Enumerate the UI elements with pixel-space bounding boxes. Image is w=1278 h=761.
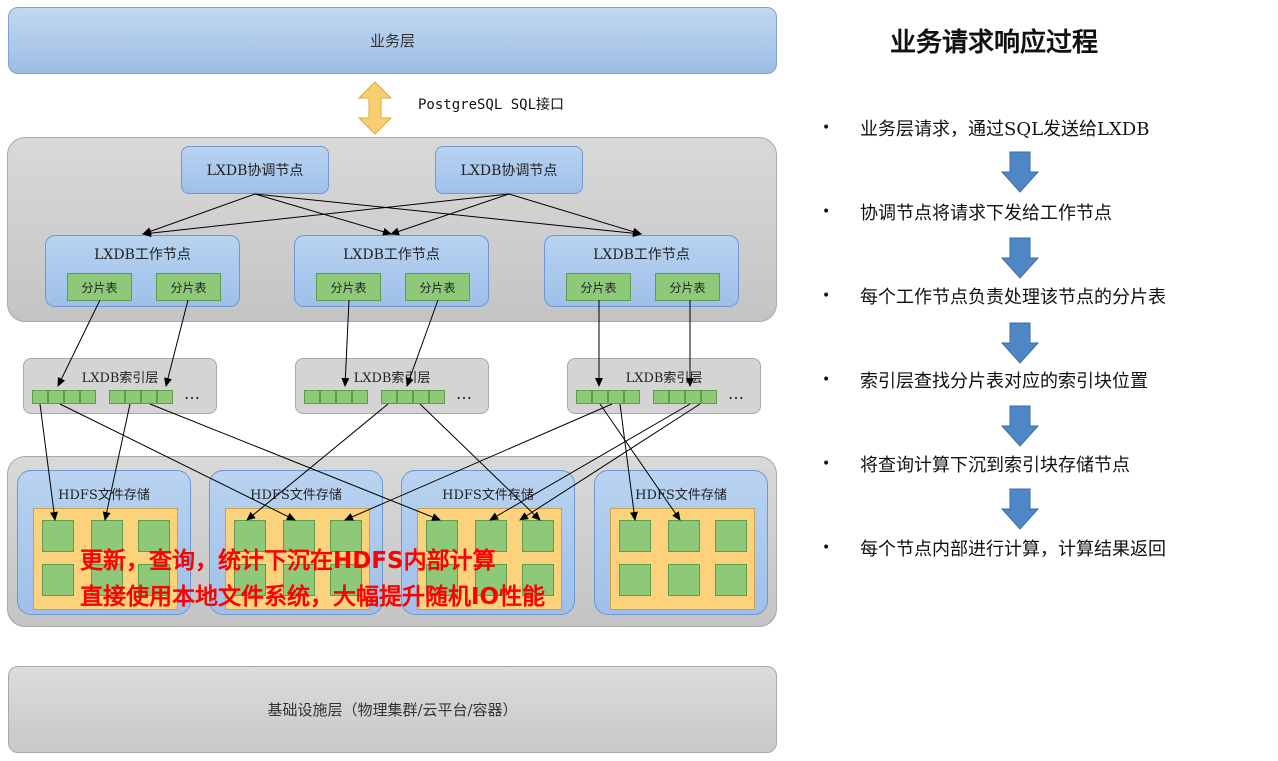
process-step-text: 将查询计算下沉到索引块存储节点 bbox=[860, 455, 1130, 476]
data-block bbox=[475, 564, 507, 596]
data-block bbox=[715, 520, 747, 552]
worker-label: LXDB工作节点 bbox=[593, 247, 690, 263]
business-layer-label: 业务层 bbox=[369, 32, 415, 50]
process-step: • 协调节点将请求下发给工作节点 bbox=[822, 199, 1112, 225]
data-block bbox=[234, 564, 266, 596]
data-block bbox=[330, 564, 362, 596]
more-ellipsis: … bbox=[184, 384, 201, 403]
hdfs-storage-area bbox=[225, 508, 370, 610]
hdfs-storage-area bbox=[610, 508, 755, 610]
process-step: • 索引层查找分片表对应的索引块位置 bbox=[822, 367, 1148, 393]
index-layer: LXDB索引层 … bbox=[567, 358, 761, 414]
process-step: • 每个工作节点负责处理该节点的分片表 bbox=[822, 283, 1166, 309]
data-block bbox=[330, 520, 362, 552]
data-block bbox=[619, 564, 651, 596]
index-layer-label: LXDB索引层 bbox=[353, 370, 431, 386]
coordinator-label: LXDB协调节点 bbox=[206, 163, 304, 179]
process-step-text: 协调节点将请求下发给工作节点 bbox=[860, 203, 1112, 224]
data-block bbox=[522, 564, 554, 596]
process-step: • 将查询计算下沉到索引块存储节点 bbox=[822, 451, 1130, 477]
data-block bbox=[426, 520, 458, 552]
hdfs-node-label: HDFS文件存储 bbox=[250, 487, 342, 503]
down-arrow-icon bbox=[1000, 237, 1040, 279]
bullet-icon: • bbox=[822, 204, 831, 220]
down-arrow-icon bbox=[1000, 488, 1040, 530]
index-block-group bbox=[109, 390, 173, 404]
overlay-line-2: 直接使用本地文件系统，大幅提升随机IO性能 bbox=[80, 584, 546, 610]
worker-label: LXDB工作节点 bbox=[343, 247, 440, 263]
overlay-line-1: 更新，查询，统计下沉在HDFS内部计算 bbox=[80, 548, 496, 574]
data-block bbox=[91, 564, 123, 596]
data-block bbox=[619, 520, 651, 552]
data-block bbox=[42, 520, 74, 552]
index-block-group bbox=[32, 390, 96, 404]
process-step-text: 业务层请求，通过SQL发送给LXDB bbox=[860, 119, 1150, 140]
bullet-icon: • bbox=[822, 456, 831, 472]
index-layer-label: LXDB索引层 bbox=[81, 370, 159, 386]
bullet-icon: • bbox=[822, 288, 831, 304]
shard-table: 分片表 bbox=[405, 273, 470, 301]
hdfs-node-label: HDFS文件存储 bbox=[442, 487, 534, 503]
down-arrow-icon bbox=[1000, 322, 1040, 364]
infrastructure-layer-label: 基础设施层（物理集群/云平台/容器） bbox=[267, 701, 518, 719]
shard-table: 分片表 bbox=[655, 273, 720, 301]
more-ellipsis: … bbox=[456, 384, 473, 403]
process-step: • 业务层请求，通过SQL发送给LXDB bbox=[822, 115, 1149, 141]
infrastructure-layer: 基础设施层（物理集群/云平台/容器） bbox=[8, 666, 777, 753]
coordinator-label: LXDB协调节点 bbox=[460, 163, 558, 179]
shard-table: 分片表 bbox=[67, 273, 132, 301]
index-layer-label: LXDB索引层 bbox=[625, 370, 703, 386]
hdfs-storage-area bbox=[417, 508, 562, 610]
down-arrow-icon bbox=[1000, 405, 1040, 447]
bidirectional-arrow-icon bbox=[357, 81, 393, 135]
worker-node: LXDB工作节点 分片表 分片表 bbox=[45, 235, 240, 307]
data-block bbox=[426, 564, 458, 596]
data-block bbox=[668, 520, 700, 552]
hdfs-node: HDFS文件存储 bbox=[594, 470, 768, 615]
index-block-group bbox=[304, 390, 368, 404]
hdfs-node-label: HDFS文件存储 bbox=[635, 487, 727, 503]
process-step: • 每个节点内部进行计算，计算结果返回 bbox=[822, 535, 1166, 561]
process-title: 业务请求响应过程 bbox=[890, 28, 1099, 58]
business-layer: 业务层 bbox=[8, 7, 777, 74]
bullet-icon: • bbox=[822, 540, 831, 556]
data-block bbox=[715, 564, 747, 596]
process-step-text: 每个工作节点负责处理该节点的分片表 bbox=[860, 287, 1166, 308]
down-arrow-icon bbox=[1000, 151, 1040, 193]
worker-node: LXDB工作节点 分片表 分片表 bbox=[294, 235, 489, 307]
data-block bbox=[138, 564, 170, 596]
index-block-group bbox=[576, 390, 640, 404]
interface-label: PostgreSQL SQL接口 bbox=[418, 97, 565, 113]
data-block bbox=[283, 520, 315, 552]
data-block bbox=[42, 564, 74, 596]
index-layer: LXDB索引层 … bbox=[23, 358, 217, 414]
bullet-icon: • bbox=[822, 120, 831, 136]
hdfs-node-label: HDFS文件存储 bbox=[58, 487, 150, 503]
data-block bbox=[234, 520, 266, 552]
data-block bbox=[668, 564, 700, 596]
bullet-icon: • bbox=[822, 372, 831, 388]
index-layer: LXDB索引层 … bbox=[295, 358, 489, 414]
shard-table: 分片表 bbox=[316, 273, 381, 301]
index-block-group bbox=[653, 390, 717, 404]
more-ellipsis: … bbox=[728, 384, 745, 403]
shard-table: 分片表 bbox=[566, 273, 631, 301]
process-step-text: 索引层查找分片表对应的索引块位置 bbox=[860, 371, 1148, 392]
data-block bbox=[138, 520, 170, 552]
worker-label: LXDB工作节点 bbox=[94, 247, 191, 263]
data-block bbox=[283, 564, 315, 596]
coordinator-node: LXDB协调节点 bbox=[435, 146, 583, 194]
hdfs-storage-area bbox=[33, 508, 178, 610]
coordinator-node: LXDB协调节点 bbox=[181, 146, 329, 194]
data-block bbox=[522, 520, 554, 552]
index-block-group bbox=[381, 390, 445, 404]
worker-node: LXDB工作节点 分片表 分片表 bbox=[544, 235, 739, 307]
shard-table: 分片表 bbox=[156, 273, 221, 301]
process-step-text: 每个节点内部进行计算，计算结果返回 bbox=[860, 539, 1166, 560]
